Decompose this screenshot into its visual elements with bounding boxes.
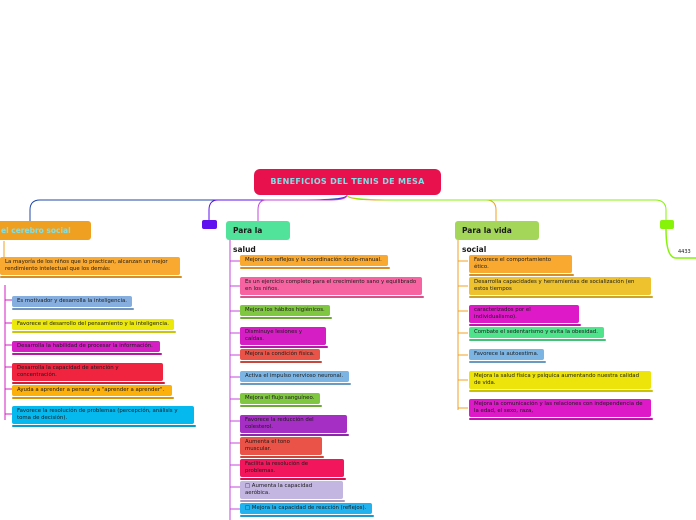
salud-item[interactable]: □ Aumenta la capacidad aeróbica. (240, 481, 343, 499)
salud-item[interactable]: Aumenta el tono muscular. (240, 437, 322, 455)
cerebro-item[interactable]: Favorece el desarrollo del pensamiento y… (12, 319, 174, 330)
connector-purple (208, 194, 348, 220)
salud-item[interactable]: Disminuye lesiones y caídas. (240, 327, 326, 345)
salud-item[interactable]: Favorece la reducción del colesterol. (240, 415, 347, 433)
salud-item[interactable]: Es un ejercicio completo para el crecimi… (240, 277, 422, 295)
connector-social (346, 194, 497, 221)
social-item[interactable]: caracterizados por el individualismo). (469, 305, 579, 323)
cerebro-intro[interactable]: La mayoría de los niños que lo practican… (0, 257, 180, 275)
salud-item[interactable]: Mejora el flujo sanguíneo. (240, 393, 320, 404)
connector-salud (257, 194, 348, 221)
salud-item[interactable]: Mejora los reflejos y la coordinación óc… (240, 255, 388, 266)
cerebro-item[interactable]: Ayuda a aprender a pensar y a "aprender … (12, 385, 172, 396)
salud-item[interactable]: □ Mejora la capacidad de reacción (refle… (240, 503, 372, 514)
branch-lime-empty[interactable] (660, 220, 674, 229)
salud-item[interactable]: Mejora los hábitos higiénicos. (240, 305, 330, 316)
cerebro-item[interactable]: Favorece la resolución de problemas (per… (12, 406, 194, 424)
salud-item[interactable]: Activa el impulso nervioso neuronal. (240, 371, 349, 382)
salud-item[interactable]: Facilita la resolución de problemas. (240, 459, 344, 477)
social-item[interactable]: Mejora la comunicación y las relaciones … (469, 399, 651, 417)
social-item[interactable]: Mejora la salud física y psíquica aument… (469, 371, 651, 389)
branch-para-la-vida-social[interactable]: Para la vida social (455, 221, 539, 254)
social-item[interactable]: Favorece el comportamiento ético. (469, 255, 572, 273)
cerebro-item[interactable]: Desarrolla la capacidad de atención y co… (12, 363, 163, 381)
cerebro-item[interactable]: Desarrolla la habilidad de procesar la i… (12, 341, 160, 352)
branch-cerebro-social[interactable]: el cerebro social (0, 221, 91, 240)
social-item[interactable]: Favorece la autoestima. (469, 349, 544, 360)
branch-purple-empty[interactable] (202, 220, 217, 229)
lime-child-label[interactable]: 4433 (678, 249, 691, 255)
branch-para-la-salud[interactable]: Para la salud (226, 221, 290, 254)
social-item[interactable]: Desarrolla capacidades y herramientas de… (469, 277, 651, 295)
connector-cerebro (29, 194, 348, 222)
connector-lime-child (665, 228, 696, 259)
salud-item[interactable]: Mejora la condición física. (240, 349, 320, 360)
root-topic[interactable]: BENEFICIOS DEL TENIS DE MESA (254, 169, 441, 195)
cerebro-item[interactable]: Es motivador y desarrolla la inteligenci… (12, 296, 132, 307)
social-item[interactable]: Combate el sedentarismo y evita la obesi… (469, 327, 604, 338)
connector-lime (346, 194, 667, 220)
